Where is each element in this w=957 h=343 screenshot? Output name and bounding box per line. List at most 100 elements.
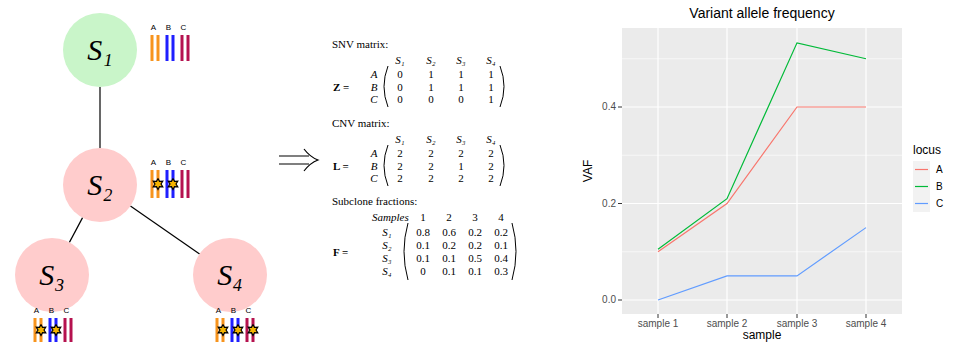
tick-label: sample 4 — [846, 319, 887, 329]
legend-key — [913, 195, 930, 212]
matrix-entry: 1 — [488, 82, 494, 93]
row-label: S₂ — [382, 240, 391, 251]
legend-line — [915, 186, 928, 187]
subclone-circle: S₃ — [15, 238, 89, 312]
legend-line — [915, 169, 928, 170]
matrix-entry: 0.2 — [442, 240, 456, 251]
subclone-label: S₁ — [87, 35, 112, 65]
data-line — [658, 228, 866, 300]
plot-panel — [622, 28, 902, 314]
row-label: B — [371, 82, 378, 93]
implies-arrow — [279, 156, 309, 164]
locus-letter: B — [231, 307, 236, 315]
chromosome-bar — [172, 35, 175, 61]
locus-letter: B — [49, 307, 54, 315]
row-label: B — [371, 161, 378, 172]
subclone-circle: S₂ — [63, 148, 137, 222]
chromosome-bar — [64, 318, 67, 342]
mutation-star — [218, 325, 228, 336]
data-line — [658, 43, 866, 250]
matrix-bracket — [500, 145, 504, 186]
chromosome-bar — [181, 170, 184, 198]
matrix-bracket — [512, 223, 516, 280]
matrix-entry: 0.2 — [468, 240, 482, 251]
chart-title: Variant allele frequency — [689, 6, 834, 20]
subclone-circle: S₁ — [63, 13, 137, 87]
matrix-entry: 2 — [428, 148, 434, 159]
matrix-entry: 0.1 — [468, 266, 482, 277]
matrix-entry: 0.5 — [468, 253, 482, 264]
matrix-symbol: F = — [333, 247, 348, 258]
implies-arrow-head — [304, 149, 318, 171]
matrix-entry: 2 — [428, 161, 434, 172]
matrix-entry: 2 — [397, 161, 403, 172]
legend-line — [915, 203, 928, 204]
legend-title: locus — [913, 144, 941, 156]
subclone-label: S₃ — [39, 260, 64, 290]
matrix-bracket — [500, 66, 504, 107]
minor-gridline — [622, 251, 902, 252]
matrix-entry: 0.1 — [494, 240, 508, 251]
legend-key — [913, 161, 930, 178]
subclone-circle: S₄ — [193, 238, 267, 312]
chromosome-bar — [151, 170, 154, 198]
matrix-bracket — [384, 66, 388, 107]
chromosome-bar — [70, 318, 73, 342]
matrix-entry: 0.4 — [494, 253, 508, 264]
subclone-label: S₂ — [87, 170, 112, 200]
chromosome-bar — [34, 318, 37, 342]
column-header: Samples — [372, 212, 409, 223]
mutation-star — [168, 179, 178, 190]
tick-label: sample 1 — [638, 319, 679, 329]
matrix-title: SNV matrix: — [332, 39, 388, 50]
matrix-entry: 0.3 — [494, 266, 508, 277]
matrix-entry: 0.1 — [416, 240, 430, 251]
locus-letter: C — [246, 307, 252, 315]
column-header: 4 — [498, 212, 504, 223]
tick-label: 0.2 — [602, 199, 616, 209]
row-label: S₄ — [382, 266, 391, 277]
matrix-entry: 1 — [428, 82, 434, 93]
matrix-entry: 0.1 — [416, 253, 430, 264]
major-gridline — [865, 28, 866, 314]
chromosome-bar — [151, 35, 154, 61]
major-gridline — [657, 28, 658, 314]
tick-label: sample 2 — [707, 319, 748, 329]
matrix-entry: 0.1 — [442, 266, 456, 277]
matrix-entry: 2 — [488, 148, 494, 159]
row-label: S₃ — [382, 253, 391, 264]
row-label: A — [371, 69, 378, 80]
major-gridline — [622, 203, 902, 204]
row-label: C — [370, 173, 377, 184]
row-label: S₁ — [382, 227, 391, 238]
column-header: S₃ — [456, 55, 465, 66]
locus-letter: A — [151, 24, 156, 32]
mutation-star — [36, 325, 46, 336]
locus-letter: C — [181, 159, 187, 167]
matrix-entry: 0 — [397, 94, 403, 105]
matrix-entry: 1 — [458, 82, 464, 93]
chromosome-bar — [157, 35, 160, 61]
matrix-entry: 0.1 — [442, 253, 456, 264]
chromosome-bar — [166, 170, 169, 198]
tick-label: 0.4 — [602, 102, 616, 112]
chromosome-bar — [181, 35, 184, 61]
axis-tick — [727, 314, 728, 318]
tick-label: 0.0 — [602, 295, 616, 305]
row-label: C — [370, 94, 377, 105]
data-line — [658, 107, 866, 252]
matrix-title: Subclone fractions: — [332, 196, 417, 207]
major-gridline — [726, 28, 727, 314]
matrix-entry: 2 — [458, 148, 464, 159]
matrix-entry: 2 — [397, 148, 403, 159]
column-header: S₂ — [426, 55, 435, 66]
subclone-label: S₄ — [217, 260, 242, 290]
column-header: 3 — [472, 212, 478, 223]
matrix-entry: 0 — [428, 94, 434, 105]
matrix-entry: 2 — [458, 173, 464, 184]
column-header: S₃ — [456, 134, 465, 145]
matrix-entry: 0.2 — [494, 227, 508, 238]
